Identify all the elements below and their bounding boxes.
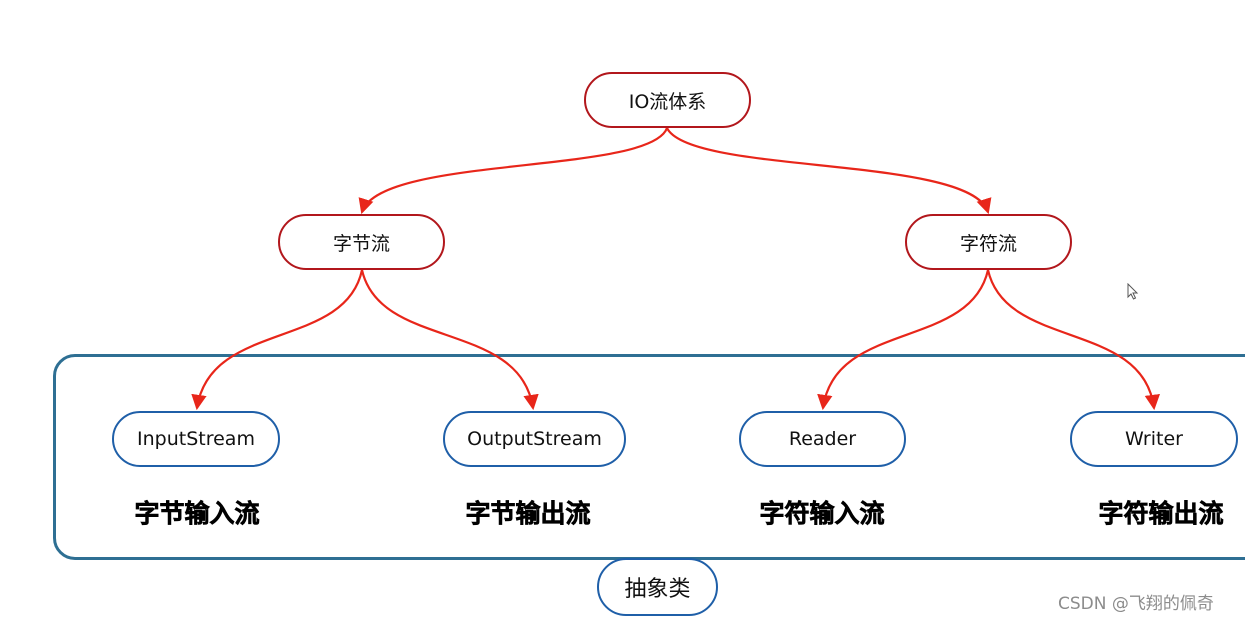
io-stream-root-node: IO流体系 <box>584 72 751 128</box>
char-stream-node: 字符流 <box>905 214 1072 270</box>
byte-input-stream-caption: 字节输入流 <box>134 499 260 529</box>
writer-node: Writer <box>1070 411 1238 467</box>
char-input-stream-caption: 字符输入流 <box>759 499 885 529</box>
outputstream-node: OutputStream <box>443 411 626 467</box>
csdn-watermark: CSDN @飞翔的佩奇 <box>1058 594 1214 614</box>
arrow-byte-to-inputstream <box>191 269 364 411</box>
mouse-pointer-icon <box>1127 282 1139 305</box>
arrow-root-to-char-stream <box>666 127 992 215</box>
arrow-char-to-reader <box>817 269 990 411</box>
byte-output-stream-caption: 字节输出流 <box>465 499 591 529</box>
arrow-char-to-writer <box>986 269 1160 411</box>
char-output-stream-caption: 字符输出流 <box>1098 499 1224 529</box>
arrow-root-to-byte-stream <box>358 127 669 215</box>
abstract-class-label: 抽象类 <box>597 558 718 616</box>
reader-node: Reader <box>739 411 906 467</box>
arrow-byte-to-outputstream <box>360 269 539 411</box>
inputstream-node: InputStream <box>112 411 280 467</box>
byte-stream-node: 字节流 <box>278 214 445 270</box>
